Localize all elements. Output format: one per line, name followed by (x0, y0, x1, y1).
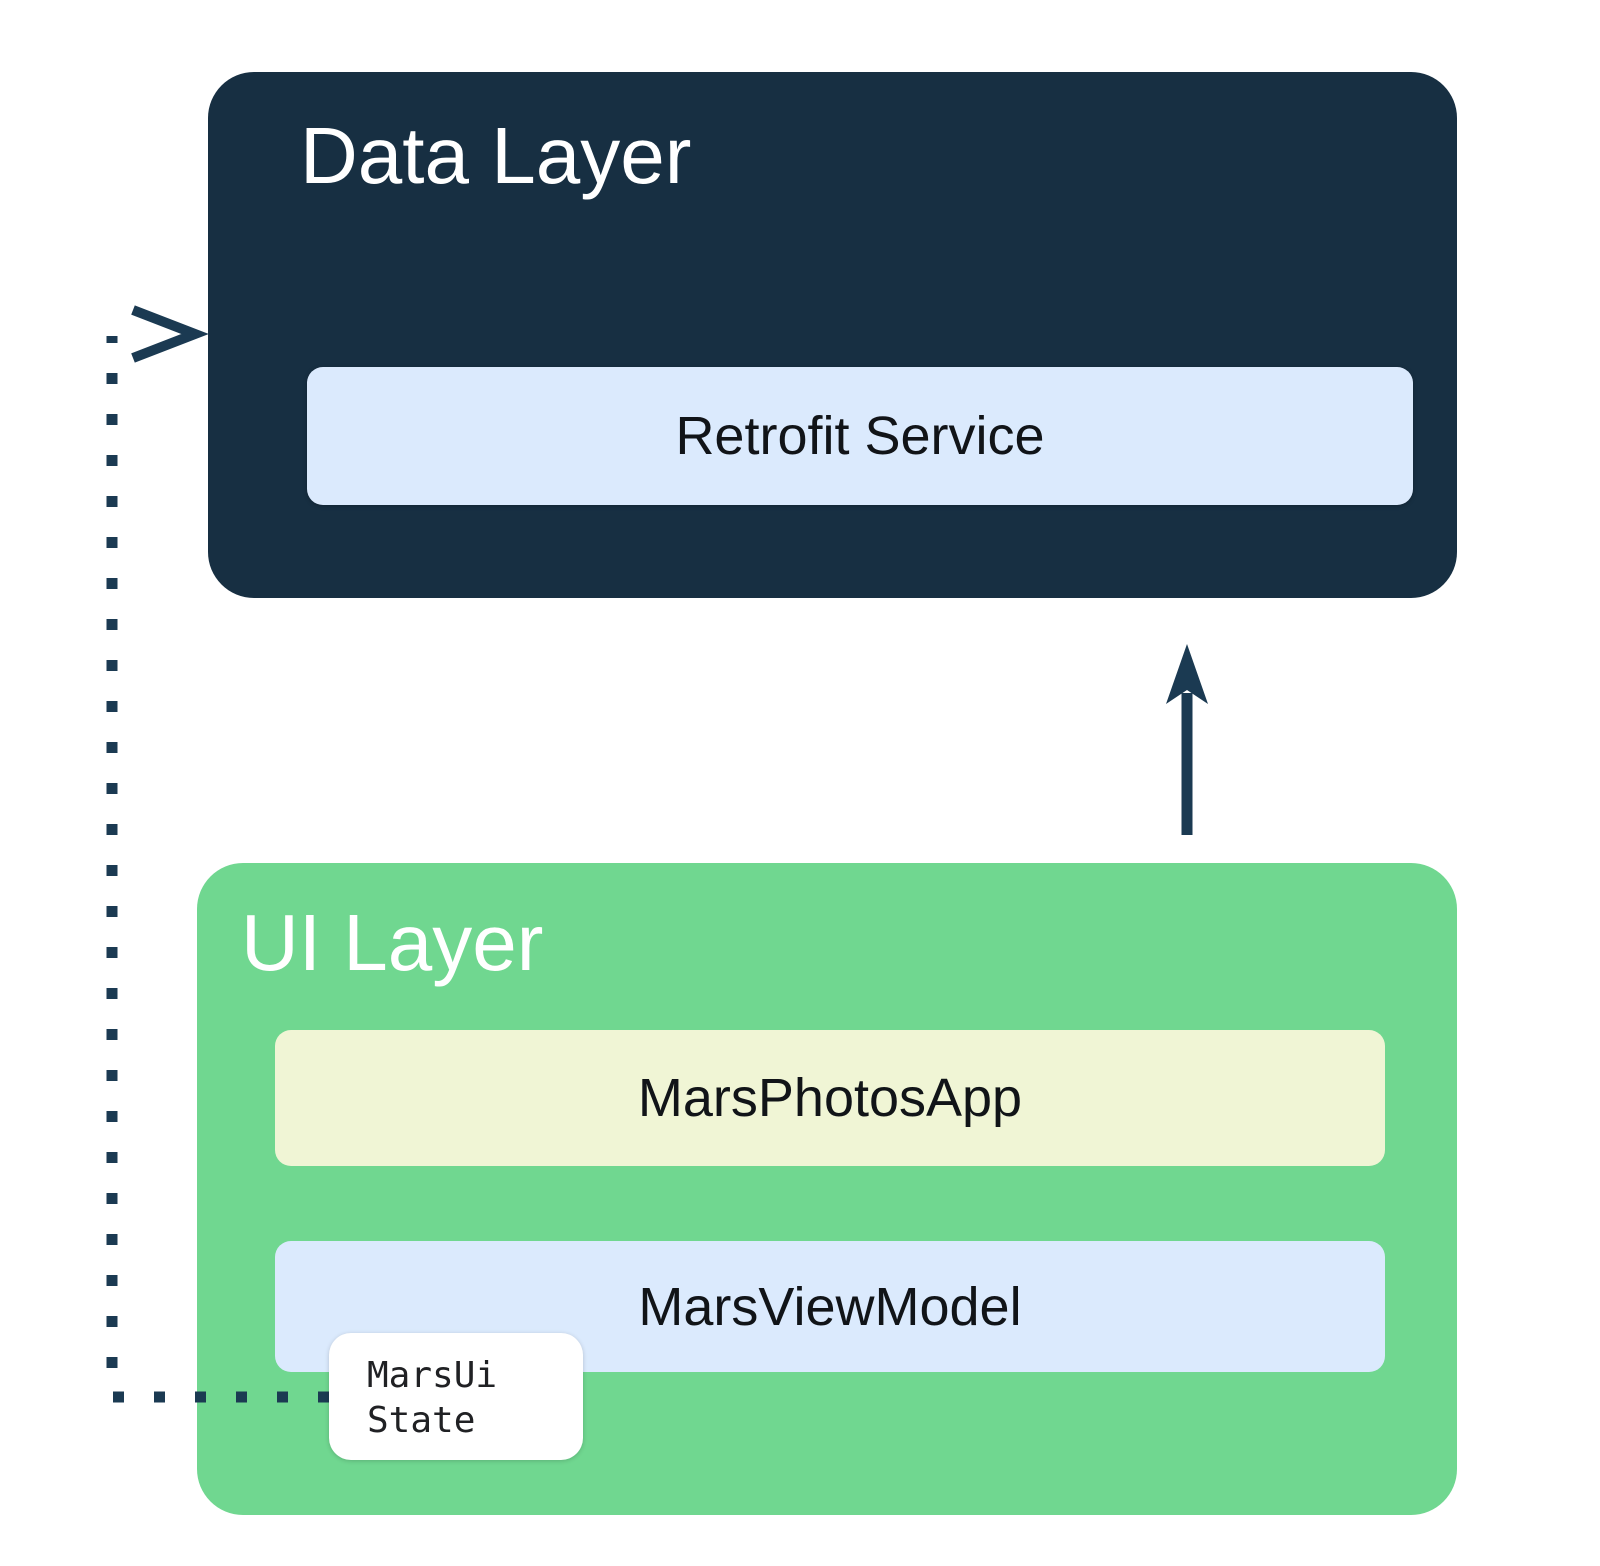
ui-layer-title: UI Layer (241, 898, 544, 987)
up-arrow-icon (1166, 644, 1208, 835)
data-layer-title: Data Layer (300, 111, 692, 200)
ui-layer-box: UI Layer MarsPhotosApp MarsViewModel Mar… (197, 863, 1457, 1515)
mars-photos-app-label: MarsPhotosApp (637, 1068, 1023, 1128)
data-layer-box: Data Layer Retrofit Service (208, 72, 1457, 598)
chevron-right-icon (131, 305, 209, 363)
mars-view-model-label: MarsViewModel (638, 1276, 1022, 1337)
mars-ui-state-box: MarsUi State (329, 1333, 583, 1460)
retrofit-service-label: Retrofit Service (675, 406, 1045, 466)
mars-photos-app-box: MarsPhotosApp (275, 1030, 1385, 1166)
retrofit-service-box: Retrofit Service (307, 367, 1413, 505)
